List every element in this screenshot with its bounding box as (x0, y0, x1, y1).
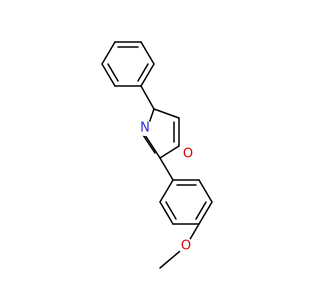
ring-oxygen-label: O (183, 147, 193, 162)
bond (153, 108, 180, 119)
double-bond-inner (142, 134, 156, 154)
bond (101, 63, 116, 87)
atom-ring-oxygen: O (180, 146, 196, 162)
bond (140, 63, 155, 87)
phenyl-ring (101, 41, 155, 87)
bond (198, 179, 213, 203)
atom-methoxy-oxygen: O (178, 238, 194, 254)
nitrogen-label: N (140, 121, 150, 136)
atom-nitrogen: N (137, 120, 153, 136)
bond (159, 201, 174, 225)
methoxy-oxygen-label: O (181, 239, 191, 254)
methoxyphenyl-ring (159, 179, 213, 225)
bond (101, 41, 116, 65)
double-bond-inner (165, 201, 177, 220)
bond (159, 145, 180, 159)
structure-diagram: N O O (101, 41, 213, 269)
bond-phenyl-oxazole (140, 85, 155, 110)
double-bond-inner (107, 63, 119, 82)
bond (144, 134, 161, 159)
bond (140, 41, 155, 65)
bond-oxazole-aryl (159, 157, 174, 181)
double-bond-inner (137, 63, 149, 82)
double-bond-inner (195, 201, 207, 220)
oxazole-ring (142, 108, 180, 159)
bond (159, 179, 174, 203)
molecule-canvas: N O O (101, 41, 213, 269)
bond (198, 201, 213, 225)
